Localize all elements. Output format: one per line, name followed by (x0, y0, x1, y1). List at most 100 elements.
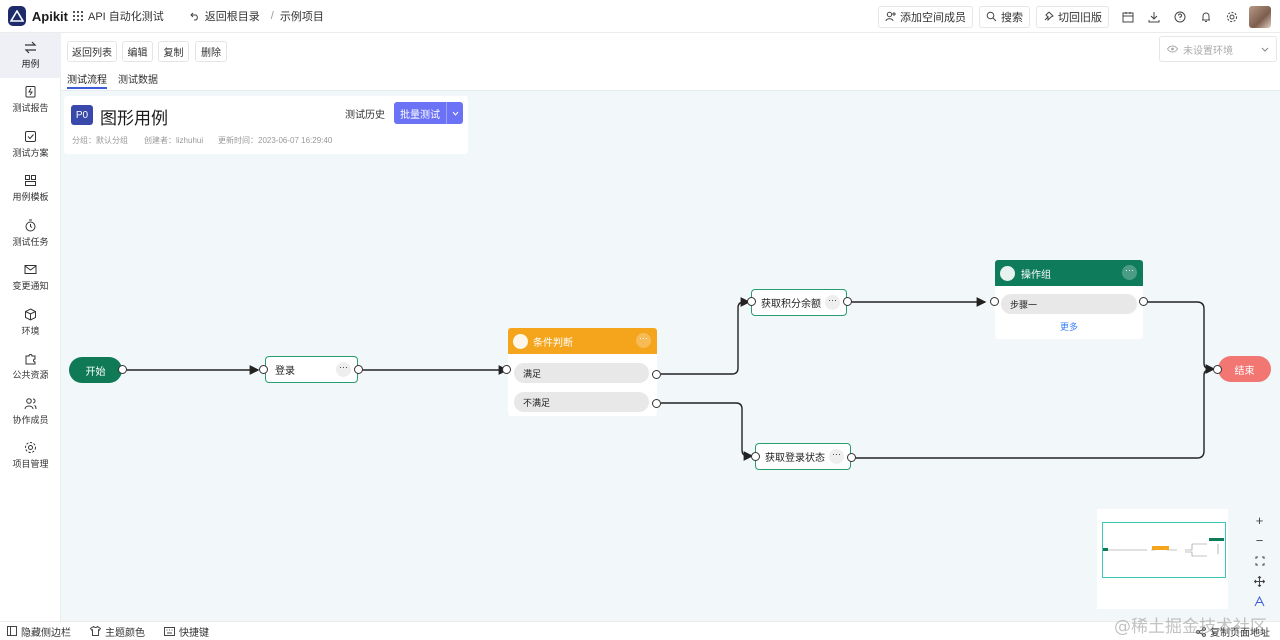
sidebar: 用例 测试报告 测试方案 用例模板 测试任务 变更通知 环境 公共资源 协作成员… (0, 33, 61, 621)
user-plus-icon (885, 11, 896, 22)
port-login-out[interactable] (354, 365, 363, 374)
minimap-viewport[interactable] (1102, 522, 1226, 578)
theme-color-button[interactable]: 主题颜色 (90, 624, 145, 639)
help-icon[interactable] (1167, 6, 1193, 28)
auto-layout-icon[interactable] (1247, 592, 1272, 612)
sidebar-item-tasks[interactable]: 测试任务 (0, 211, 61, 256)
switch-old-label: 切回旧版 (1058, 11, 1102, 24)
sidebar-item-plans[interactable]: 测试方案 (0, 122, 61, 167)
tab-data[interactable]: 测试数据 (118, 75, 158, 86)
condition-icon (513, 333, 528, 349)
operation-group-node[interactable]: 操作组 ··· 步骤一 更多 (995, 260, 1143, 339)
bottom-bar: 隐藏侧边栏 主题颜色 快捷键 复制页面地址 (0, 621, 1280, 640)
node-menu-icon[interactable]: ··· (825, 295, 840, 310)
group-more-link[interactable]: 更多 (1059, 322, 1078, 332)
port-no-out[interactable] (652, 399, 661, 408)
user-avatar[interactable] (1249, 5, 1271, 28)
breadcrumb-current[interactable]: 示例项目 (279, 11, 324, 23)
back-root-link[interactable]: 返回根目录 (190, 8, 260, 24)
app-name: Apikit (31, 8, 68, 24)
sidebar-item-cases[interactable]: 用例 (0, 33, 61, 78)
breadcrumb-separator: / (270, 10, 274, 22)
edge-group-end (1147, 301, 1216, 374)
calendar-icon[interactable] (1115, 6, 1141, 28)
condition-node[interactable]: 条件判断 ··· 满足 不满足 (508, 328, 657, 416)
back-list-button[interactable]: 返回列表 (67, 41, 117, 62)
sidebar-item-resources[interactable]: 公共资源 (0, 345, 61, 390)
port-points-out[interactable] (843, 297, 852, 306)
get-points-node[interactable]: 获取积分余额 ··· (751, 289, 847, 316)
node-menu-icon[interactable]: ··· (636, 333, 651, 348)
port-yes-out[interactable] (652, 370, 661, 379)
shortcuts-button[interactable]: 快捷键 (164, 624, 209, 639)
port-points-in[interactable] (747, 297, 756, 306)
project-switcher[interactable]: API 自动化测试 (73, 8, 164, 24)
node-menu-icon[interactable]: ··· (1122, 265, 1137, 280)
puzzle-icon (25, 354, 36, 365)
sidebar-item-project-settings[interactable]: 项目管理 (0, 434, 61, 479)
start-node[interactable]: 开始 (69, 357, 122, 383)
condition-branch-yes[interactable]: 满足 (514, 363, 649, 383)
search-button[interactable]: 搜索 (979, 5, 1030, 28)
sidebar-item-notices[interactable]: 变更通知 (0, 256, 61, 301)
delete-button[interactable]: 删除 (195, 41, 227, 62)
keyboard-icon (164, 626, 175, 636)
end-node[interactable]: 结束 (1218, 356, 1271, 382)
settings-gear-icon[interactable] (1219, 6, 1245, 28)
add-member-button[interactable]: 添加空间成员 (878, 5, 973, 28)
app-logo[interactable]: Apikit (0, 6, 68, 26)
edge-no-login-state (661, 402, 754, 461)
edit-button[interactable]: 编辑 (122, 41, 153, 62)
sidebar-item-reports[interactable]: 测试报告 (0, 78, 61, 123)
minimap[interactable] (1097, 509, 1228, 609)
template-icon (25, 175, 36, 187)
port-login-in[interactable] (259, 365, 268, 374)
sidebar-item-members[interactable]: 协作成员 (0, 389, 61, 434)
node-menu-icon[interactable]: ··· (829, 449, 844, 464)
hide-sidebar-button[interactable]: 隐藏侧边栏 (7, 624, 71, 639)
mail-icon (24, 265, 37, 275)
flow-connectors (126, 297, 1216, 461)
zoom-in-icon[interactable]: + (1255, 512, 1264, 528)
fit-view-icon[interactable] (1247, 551, 1272, 571)
port-start-out[interactable] (118, 365, 127, 374)
login-node[interactable]: 登录 ··· (265, 356, 358, 383)
sidebar-item-label: 测试报告 (12, 103, 49, 114)
copy-button[interactable]: 复制 (158, 41, 189, 62)
pan-icon[interactable] (1247, 571, 1272, 591)
tab-flow[interactable]: 测试流程 (67, 71, 107, 89)
sidebar-item-label: 测试方案 (12, 147, 49, 158)
port-condition-in[interactable] (502, 365, 511, 374)
condition-branch-no[interactable]: 不满足 (514, 392, 649, 412)
chevron-down-icon (1261, 47, 1269, 52)
checkbox-icon (25, 130, 36, 142)
condition-header: 条件判断 ··· (508, 328, 657, 354)
undo-icon (190, 12, 198, 21)
back-root-label: 返回根目录 (204, 11, 260, 23)
test-history-button[interactable]: 测试历史 (339, 102, 391, 124)
port-login-state-out[interactable] (847, 453, 856, 462)
port-group-in[interactable] (990, 297, 999, 306)
minimap-preview (1103, 538, 1224, 557)
chevron-down-icon[interactable] (447, 108, 463, 119)
zoom-out-icon[interactable]: − (1255, 533, 1264, 549)
globe-icon (1000, 265, 1015, 281)
download-icon[interactable] (1141, 6, 1167, 28)
condition-title: 条件判断 (533, 337, 573, 349)
switch-old-button[interactable]: 切回旧版 (1036, 5, 1109, 28)
sidebar-item-environment[interactable]: 环境 (0, 300, 61, 345)
port-login-state-in[interactable] (751, 452, 760, 461)
flow-canvas[interactable]: P0 图形用例 测试历史 批量测试 分组：默认分组 创建者：lizhuhui 更… (61, 90, 1280, 621)
batch-test-label: 批量测试 (400, 109, 440, 121)
port-group-out[interactable] (1139, 297, 1148, 306)
port-end-in[interactable] (1213, 365, 1222, 374)
node-menu-icon[interactable]: ··· (336, 362, 351, 377)
batch-test-button[interactable]: 批量测试 (394, 102, 463, 124)
divider (446, 102, 447, 124)
get-login-state-node[interactable]: 获取登录状态 ··· (755, 443, 851, 470)
group-step[interactable]: 步骤一 (1001, 294, 1137, 314)
environment-select[interactable]: 未设置环境 (1159, 36, 1277, 62)
sidebar-item-templates[interactable]: 用例模板 (0, 167, 61, 212)
bell-icon[interactable] (1193, 6, 1219, 28)
copy-url-button[interactable]: 复制页面地址 (1196, 624, 1270, 639)
